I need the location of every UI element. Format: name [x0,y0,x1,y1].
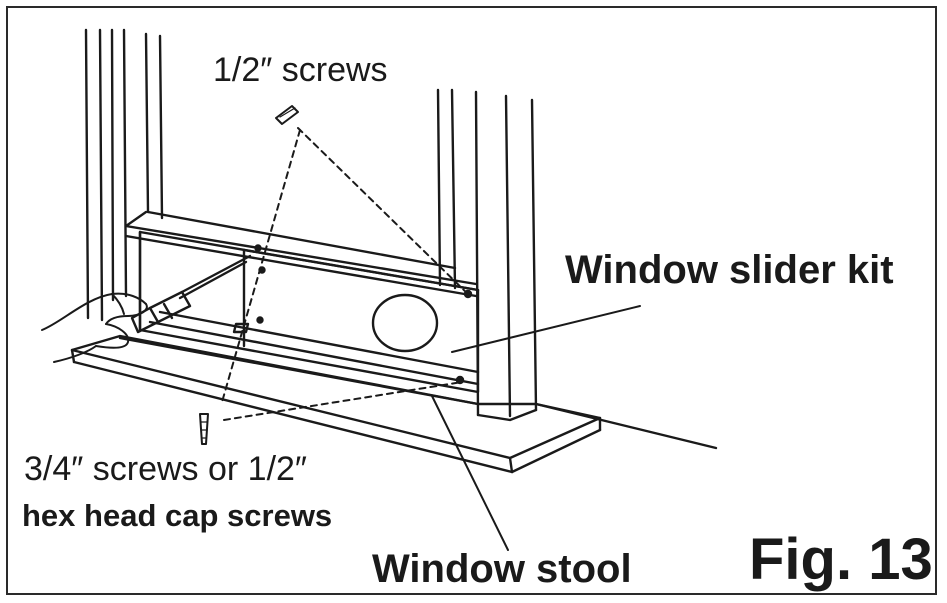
screw-alignment-lines [221,127,471,421]
window-sash [124,210,478,298]
leader-lines [431,305,641,551]
three-quarter-screw-icon [199,413,209,445]
figure-number-label: Fig. 13 [749,527,933,592]
screwdriver-icon [130,254,252,334]
left-window-frame [84,28,164,322]
half-inch-screws-label: 1/2″ screws [213,51,388,89]
window-stool [70,334,718,474]
right-window-frame [436,88,538,422]
hex-head-cap-screws-label: hex head cap screws [22,498,333,533]
window-stool-label: Window stool [372,547,632,591]
figure-border [6,6,937,595]
exhaust-opening [371,293,439,353]
window-slider-kit-label: Window slider kit [565,248,894,292]
hand-icon [41,292,148,363]
three-quarter-screws-label: 3/4″ screws or 1/2″ [24,450,307,488]
half-inch-screw-icon [275,105,299,125]
